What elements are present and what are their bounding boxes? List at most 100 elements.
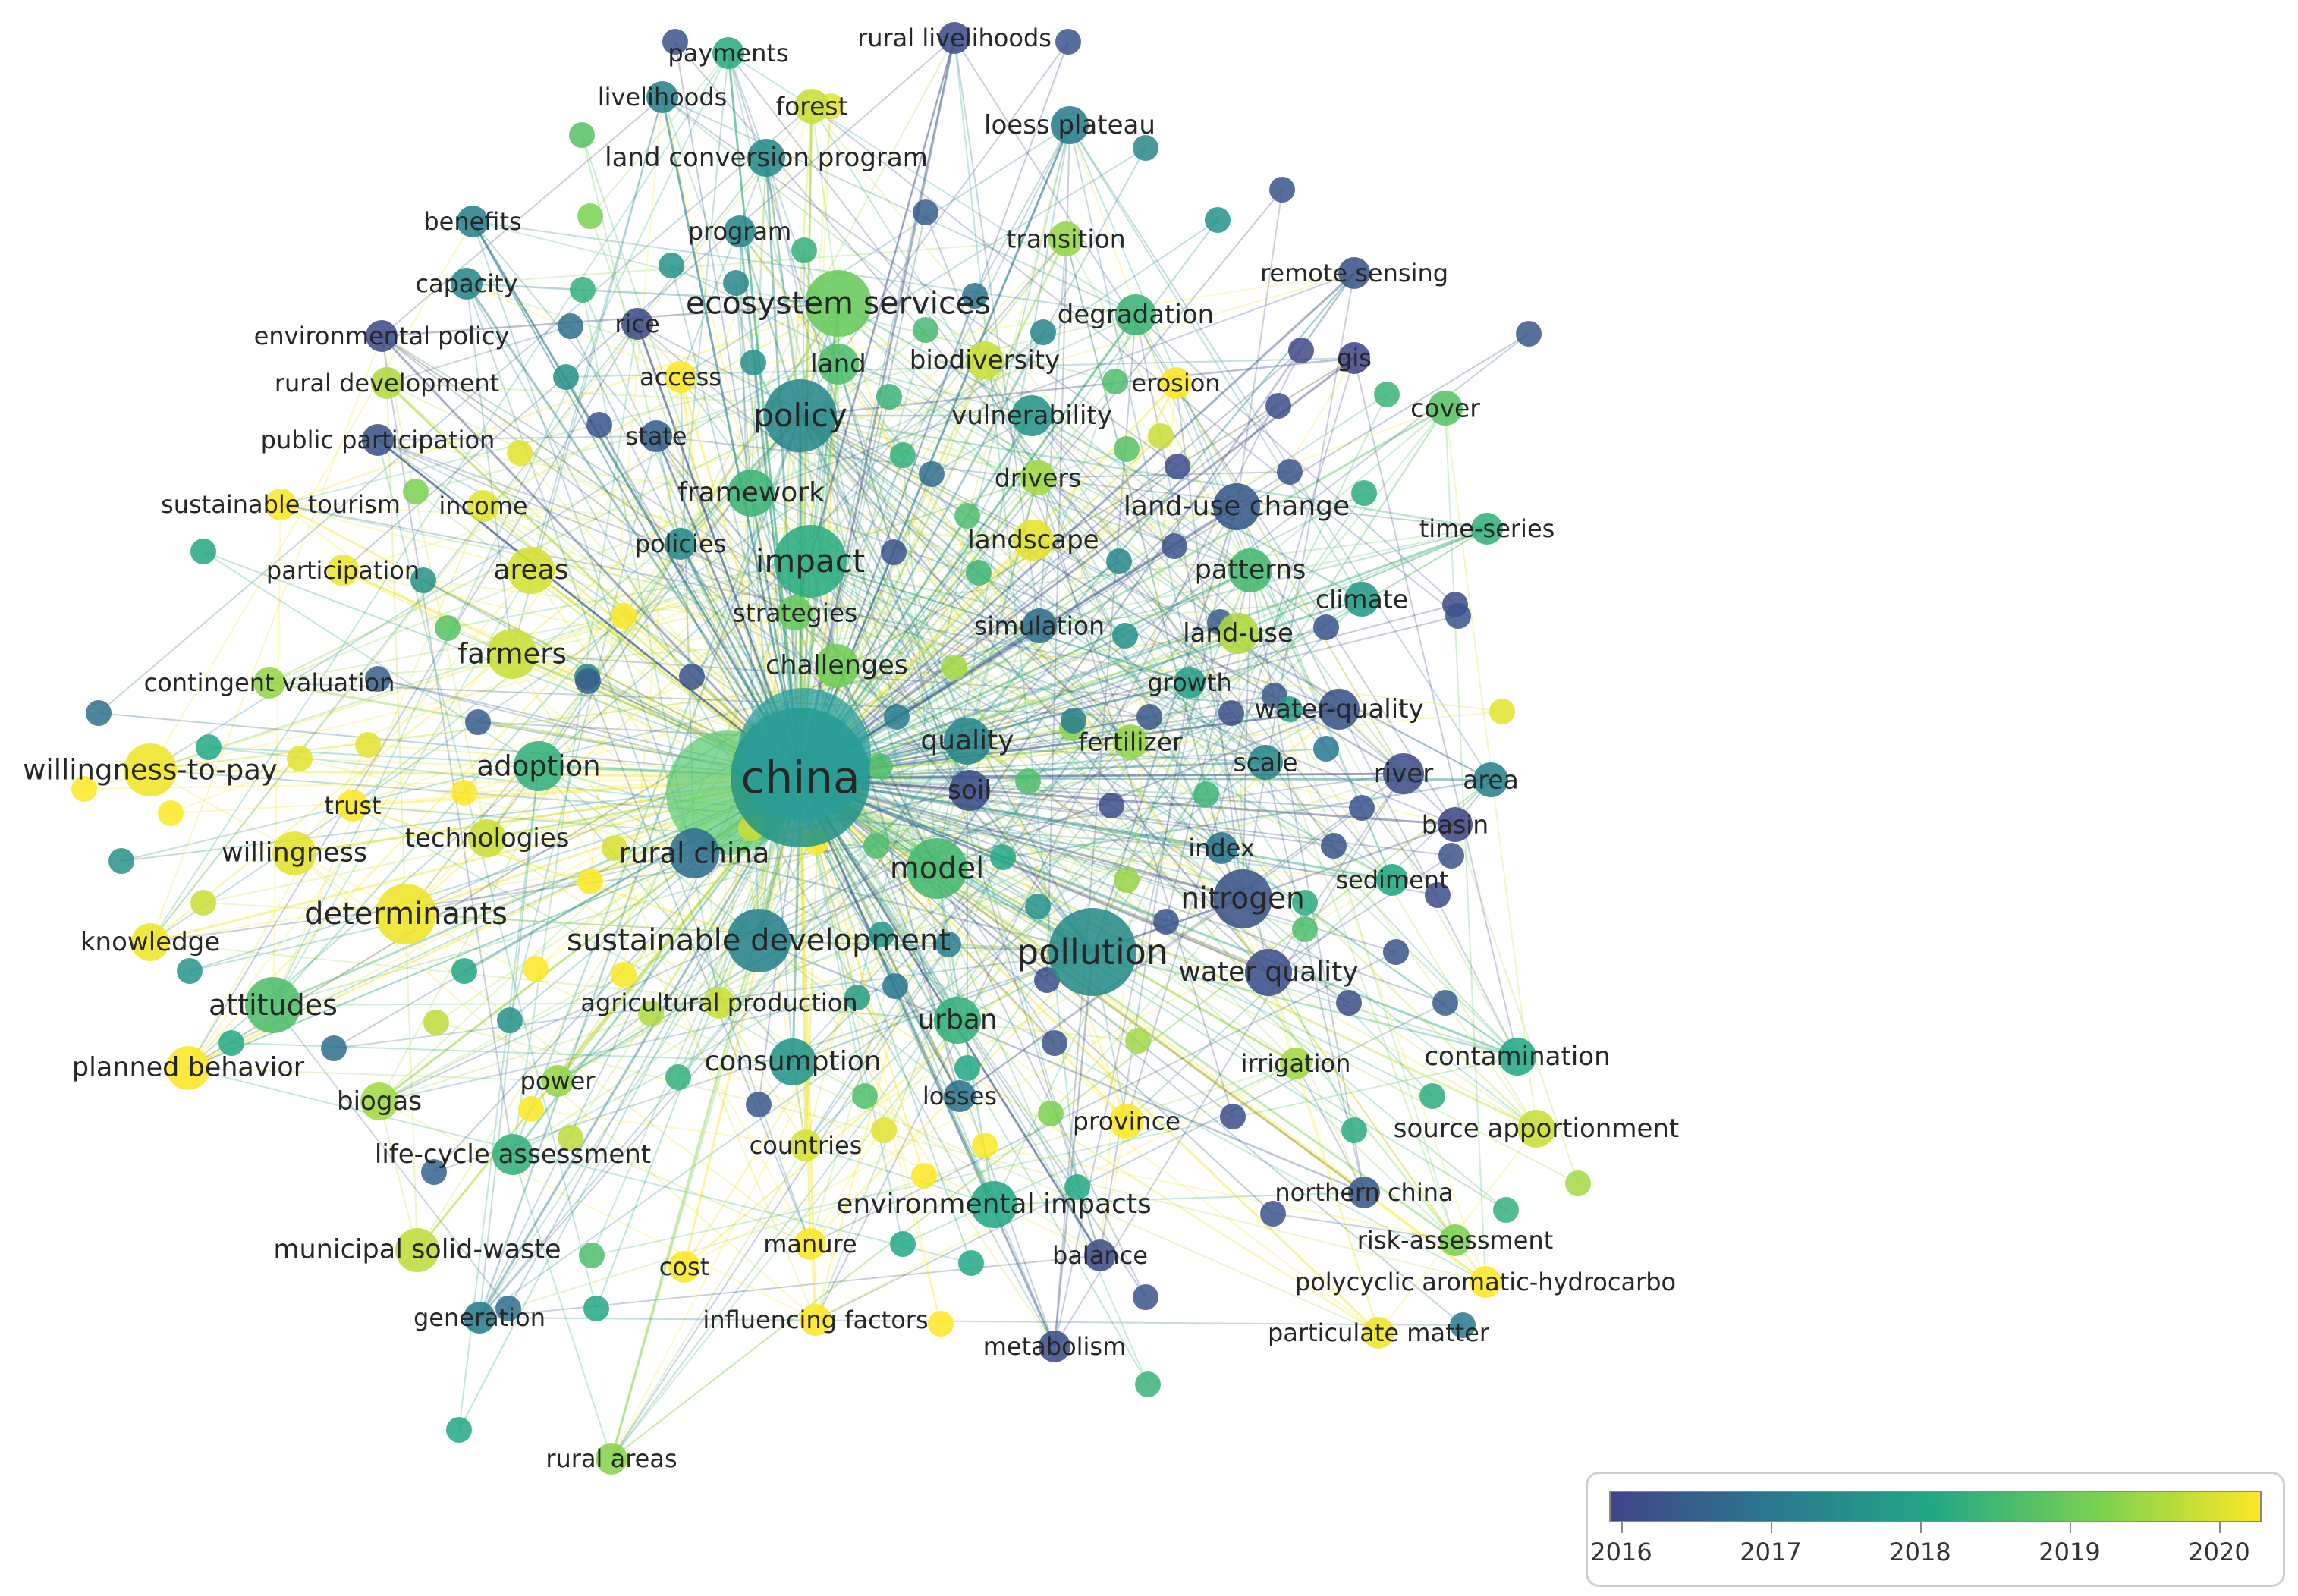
keyword-node[interactable] <box>570 277 596 303</box>
keyword-node[interactable] <box>321 1035 347 1061</box>
keyword-node-metabolism[interactable] <box>1039 1331 1070 1362</box>
keyword-node[interactable] <box>791 237 817 263</box>
keyword-node-basin[interactable] <box>1438 807 1473 842</box>
keyword-node-influencing-factors[interactable] <box>800 1304 831 1336</box>
keyword-node-land-use[interactable] <box>1218 613 1259 654</box>
keyword-node-index[interactable] <box>1206 832 1237 864</box>
keyword-node[interactable] <box>177 958 203 984</box>
keyword-node[interactable] <box>1133 135 1158 161</box>
keyword-node-risk-assessment[interactable] <box>1439 1224 1471 1256</box>
keyword-node-determinants[interactable] <box>376 884 436 944</box>
keyword-node[interactable] <box>523 956 549 982</box>
keyword-node[interactable] <box>1313 614 1339 640</box>
keyword-node[interactable] <box>365 666 391 692</box>
keyword-node[interactable] <box>218 1030 244 1056</box>
keyword-node-area[interactable] <box>1473 762 1508 797</box>
keyword-node[interactable] <box>740 350 766 375</box>
keyword-node[interactable] <box>954 1055 980 1081</box>
keyword-node[interactable] <box>435 615 461 641</box>
keyword-node-municipal-solid-waste[interactable] <box>395 1228 439 1272</box>
keyword-node[interactable] <box>1061 708 1086 734</box>
keyword-node-soil[interactable] <box>949 770 990 811</box>
keyword-node-land[interactable] <box>818 344 859 385</box>
keyword-node-losses[interactable] <box>944 1080 976 1112</box>
keyword-node[interactable] <box>882 973 908 999</box>
keyword-node[interactable] <box>190 890 216 916</box>
keyword-node[interactable] <box>577 203 603 229</box>
keyword-node-province[interactable] <box>1109 1104 1144 1139</box>
keyword-node[interactable] <box>966 560 992 586</box>
keyword-node[interactable] <box>558 313 583 339</box>
keyword-node[interactable] <box>518 1096 544 1122</box>
keyword-node-remote-sensing[interactable] <box>1338 257 1370 289</box>
keyword-node[interactable] <box>844 985 870 1010</box>
keyword-node[interactable] <box>881 539 907 565</box>
keyword-node-urban[interactable] <box>934 997 981 1044</box>
keyword-node[interactable] <box>465 709 491 735</box>
keyword-node-irrigation[interactable] <box>1280 1048 1312 1079</box>
keyword-node[interactable] <box>1425 882 1451 908</box>
keyword-node-manure[interactable] <box>794 1228 826 1260</box>
keyword-node[interactable] <box>577 869 603 894</box>
keyword-node-life-cycle-assessment[interactable] <box>492 1134 533 1175</box>
keyword-node[interactable] <box>1432 990 1458 1016</box>
keyword-node-consumption[interactable] <box>769 1038 816 1085</box>
keyword-node[interactable] <box>1030 319 1056 345</box>
keyword-node[interactable] <box>1038 1101 1064 1126</box>
keyword-node[interactable] <box>1106 548 1132 574</box>
keyword-node-participation[interactable] <box>327 555 359 586</box>
keyword-node[interactable] <box>1136 704 1162 730</box>
keyword-node[interactable] <box>1114 436 1140 462</box>
keyword-node[interactable] <box>355 732 381 758</box>
keyword-node-areas[interactable] <box>508 547 555 594</box>
keyword-node[interactable] <box>1220 1104 1246 1129</box>
keyword-node[interactable] <box>665 1064 691 1090</box>
keyword-node[interactable] <box>410 567 436 593</box>
keyword-node-policies[interactable] <box>665 528 696 560</box>
keyword-node[interactable] <box>1055 29 1081 55</box>
keyword-node[interactable] <box>586 412 612 438</box>
keyword-node[interactable] <box>583 1296 609 1321</box>
keyword-node-land-conversion-program[interactable] <box>747 139 785 177</box>
keyword-node[interactable] <box>1162 533 1187 559</box>
keyword-node[interactable] <box>919 461 945 487</box>
keyword-node-gis[interactable] <box>1338 342 1370 374</box>
keyword-node[interactable] <box>1099 793 1124 818</box>
keyword-node[interactable] <box>196 734 222 760</box>
keyword-node-willingness-to-pay[interactable] <box>124 743 177 796</box>
keyword-node-state[interactable] <box>640 420 672 452</box>
keyword-node-environmental-impacts[interactable] <box>970 1181 1017 1228</box>
keyword-node-water-quality-2[interactable] <box>1245 949 1292 996</box>
keyword-node-cost[interactable] <box>668 1251 700 1283</box>
keyword-node[interactable] <box>1153 909 1179 935</box>
keyword-node[interactable] <box>1034 967 1060 993</box>
keyword-node[interactable] <box>867 753 893 779</box>
keyword-node-cover[interactable] <box>1428 391 1463 426</box>
keyword-node[interactable] <box>1493 1197 1519 1223</box>
keyword-node[interactable] <box>662 29 688 55</box>
keyword-node-northern-china[interactable] <box>1348 1177 1380 1208</box>
keyword-node[interactable] <box>86 700 112 726</box>
keyword-node[interactable] <box>1288 338 1314 363</box>
keyword-node-climate[interactable] <box>1344 582 1379 617</box>
keyword-node-river[interactable] <box>1383 753 1424 794</box>
keyword-node[interactable] <box>1349 795 1375 821</box>
keyword-node-model[interactable] <box>907 838 967 899</box>
keyword-node[interactable] <box>495 1296 521 1321</box>
keyword-node[interactable] <box>913 200 938 225</box>
keyword-node[interactable] <box>871 1117 897 1143</box>
keyword-node-farmers[interactable] <box>487 629 537 679</box>
keyword-node[interactable] <box>158 800 184 826</box>
keyword-node-generation[interactable] <box>464 1302 495 1334</box>
keyword-node-sustainable-tourism[interactable] <box>265 489 297 520</box>
keyword-node-knowledge[interactable] <box>131 923 169 961</box>
keyword-node-rural-livelihoods[interactable] <box>938 22 970 54</box>
keyword-node-ecosystem-services[interactable] <box>805 270 872 337</box>
keyword-node[interactable] <box>403 479 429 504</box>
keyword-node[interactable] <box>1277 696 1303 722</box>
keyword-node[interactable] <box>71 776 97 802</box>
keyword-node[interactable] <box>1205 207 1231 233</box>
keyword-node[interactable] <box>1135 1371 1161 1397</box>
keyword-node[interactable] <box>972 1133 998 1158</box>
keyword-node[interactable] <box>1064 1174 1090 1200</box>
